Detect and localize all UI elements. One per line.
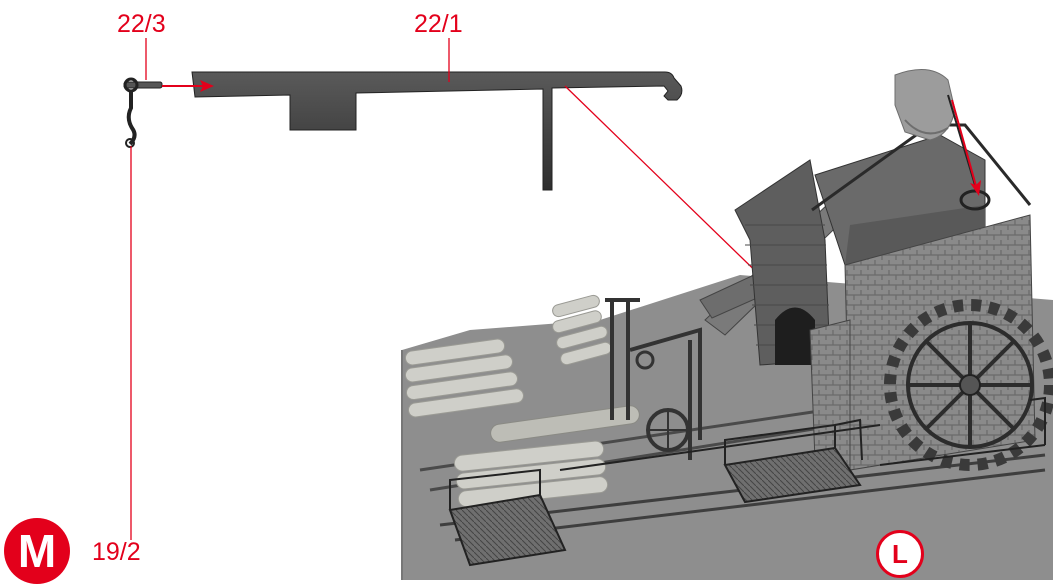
sawmill-model-photo [401,69,1053,580]
part-label-22-3: 22/3 [117,10,166,38]
part-label-19-2: 19/2 [92,538,141,566]
leader-line-lever-install [564,85,776,291]
lever-bar-part [191,71,683,191]
part-label-22-1: 22/1 [414,10,463,38]
water-wheel [884,299,1053,471]
insert-arrow [162,80,214,92]
hook-part [123,77,163,148]
material-bag-m-badge: M [4,518,70,584]
hook-arrow [951,99,981,196]
glue-l-badge: L [876,530,924,578]
